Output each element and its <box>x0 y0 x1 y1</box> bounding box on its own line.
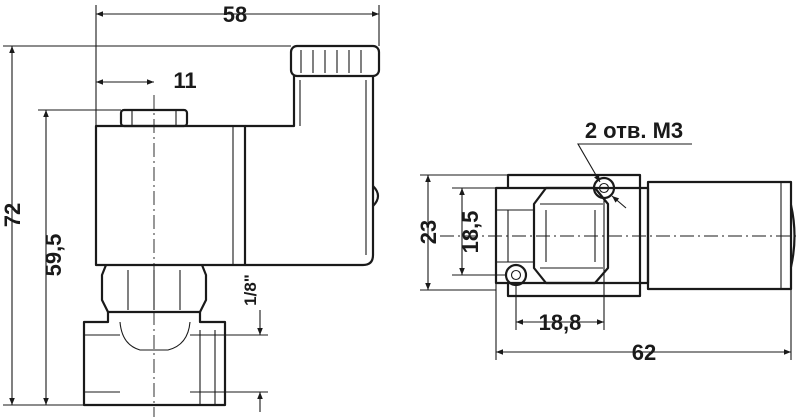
coil <box>94 124 247 267</box>
dim-label-58: 58 <box>223 2 247 27</box>
side-view-extension-lines <box>420 174 792 360</box>
side-view-dimensions <box>425 143 791 355</box>
dim-label-59-5: 59,5 <box>41 234 66 277</box>
holes-leader <box>577 143 692 183</box>
connector-screw <box>372 185 380 207</box>
side-body <box>494 186 650 285</box>
side-hex-nut <box>532 186 610 285</box>
dim-label-18-8: 18,8 <box>539 310 582 335</box>
side-view <box>440 173 800 298</box>
side-coil <box>646 180 793 291</box>
front-view-extension-lines <box>3 5 380 406</box>
dim-label-62: 62 <box>632 340 656 365</box>
dim-label-11: 11 <box>173 68 196 93</box>
front-view-dimensions <box>9 11 379 412</box>
connector-body <box>245 76 375 267</box>
dim-label-23: 23 <box>416 220 441 244</box>
dim-label-72: 72 <box>0 203 25 227</box>
mounting-bracket <box>506 173 642 298</box>
connector-cap <box>289 44 381 78</box>
holes-annotation: 2 отв. М3 <box>585 118 683 143</box>
valve-body <box>82 312 227 407</box>
dim-label-18-5: 18,5 <box>458 211 483 254</box>
front-view <box>82 44 381 417</box>
dim-label-thread: 1/8" <box>241 274 260 306</box>
